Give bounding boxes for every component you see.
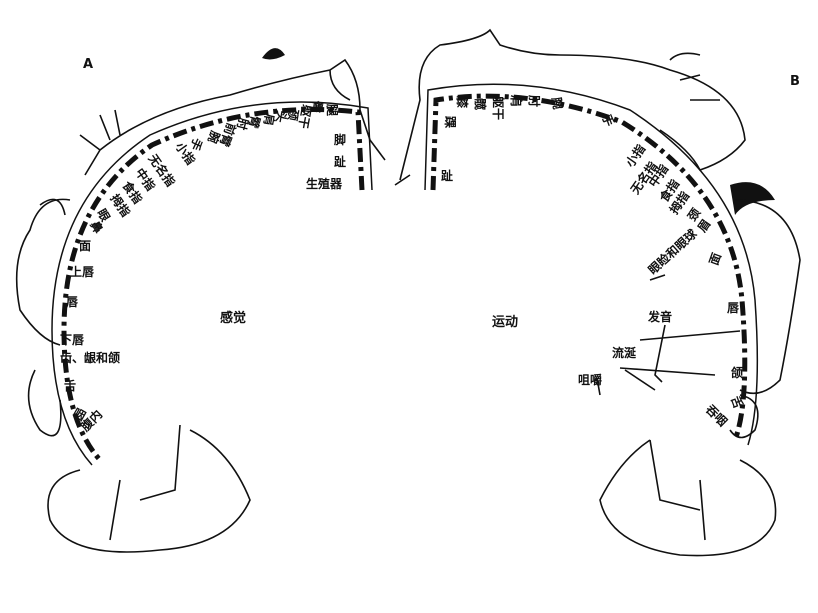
body-part-label: 肩 xyxy=(261,112,278,126)
motor-cortex-band xyxy=(430,93,748,441)
body-part-label: 颈 xyxy=(285,106,301,121)
body-part-label: 头 xyxy=(273,109,290,123)
body-part-label: 手 xyxy=(187,136,206,153)
body-part-label: 趾 xyxy=(441,169,453,183)
sensory-labels: 腿 臀 躯干 颈 头 肩 臂 肘 前臂 腕 手 小指 无名指 中指 食指 拇指 … xyxy=(60,99,346,434)
body-part-label: 腕 xyxy=(549,95,566,110)
body-part-label: 生殖器 xyxy=(306,176,343,191)
body-part-label: 吞咽 xyxy=(703,402,730,429)
body-part-label: 面 xyxy=(79,239,91,253)
motor-labels: 趾 踝 膝 髋 躯干 肩 肘 腕 手 小指 无名指 中指 食指 拇指 颈 眉 眼… xyxy=(441,95,746,429)
body-part-label: 踝 xyxy=(443,116,457,129)
sensory-center-label: 感觉 xyxy=(220,310,246,326)
sensory-homunculus-figure xyxy=(15,48,386,437)
body-part-label: 躯干 xyxy=(296,102,315,129)
body-part-label: 膝 xyxy=(455,96,470,109)
body-part-label: 面 xyxy=(707,251,724,267)
body-part-label: 臀 xyxy=(309,99,325,113)
brain-outline-right xyxy=(424,83,777,557)
sensory-cortex-band xyxy=(61,106,365,462)
brain-outline-left xyxy=(47,101,373,553)
motor-center-label: 运动 xyxy=(492,315,518,330)
motor-homunculus-figure xyxy=(394,28,801,439)
body-part-label: 咀嚼 xyxy=(578,372,602,387)
panel-letter-a: A xyxy=(83,57,93,72)
body-part-label: 手 xyxy=(599,112,617,128)
body-part-label: 躯干 xyxy=(491,95,506,120)
body-part-label: 眼睑和眼球 xyxy=(645,225,700,277)
body-part-label: 唇 xyxy=(66,295,79,309)
body-part-label: 下唇 xyxy=(60,333,85,347)
body-part-label: 流涎 xyxy=(612,345,637,360)
body-part-label: 腕 xyxy=(205,128,224,145)
body-part-label: 舌 xyxy=(64,378,76,393)
panel-letter-b: B xyxy=(790,74,800,89)
body-part-label: 脚 xyxy=(334,132,346,147)
body-part-label: 肘 xyxy=(234,116,252,131)
body-part-label: 臂 xyxy=(246,114,264,129)
body-part-label: 舌 xyxy=(728,394,746,410)
body-part-label: 齿、龈和颌 xyxy=(60,350,120,365)
body-part-label: 肘 xyxy=(527,95,542,107)
body-part-label: 髋 xyxy=(473,98,488,110)
body-part-label: 颌 xyxy=(731,365,743,380)
body-part-label: 上唇 xyxy=(70,264,95,279)
body-part-label: 发音 xyxy=(647,309,672,324)
body-part-label: 趾 xyxy=(334,155,346,169)
body-part-label: 肩 xyxy=(509,95,524,107)
motor-pointer-lines xyxy=(596,274,741,396)
body-part-label: 唇 xyxy=(727,301,740,315)
body-part-label: 腿 xyxy=(325,104,340,117)
